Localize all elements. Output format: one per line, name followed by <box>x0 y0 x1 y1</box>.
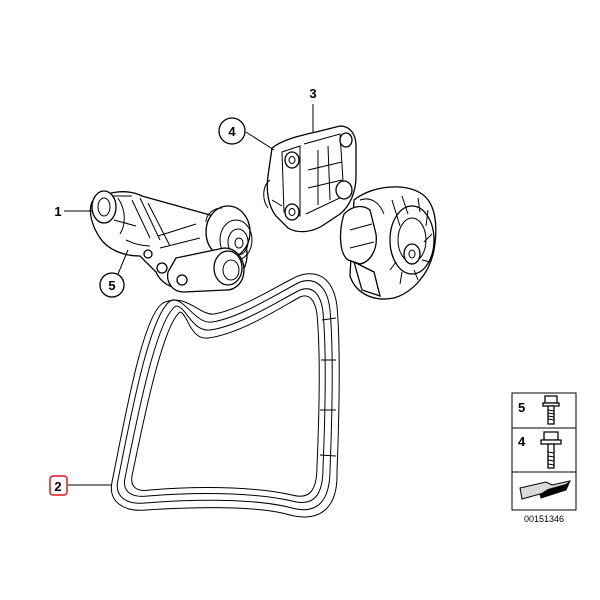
bolt-4-icon <box>540 431 562 469</box>
belt-tensioner <box>89 190 253 293</box>
callout-5[interactable]: 5 <box>99 272 125 298</box>
callout-4-label: 4 <box>228 124 236 139</box>
callout-2-highlighted[interactable]: 2 <box>49 475 68 496</box>
callout-5-label: 5 <box>108 278 115 293</box>
flat-arrow-icon <box>519 480 571 500</box>
fastener-legend: 5 4 00151346 <box>511 392 577 524</box>
callout-2-label: 2 <box>54 479 61 494</box>
callout-1-label: 1 <box>54 204 61 219</box>
drive-belt <box>110 273 340 518</box>
callout-3-label: 3 <box>309 86 316 101</box>
bolt-5-icon <box>542 395 560 425</box>
callout-3[interactable]: 3 <box>309 86 316 101</box>
legend-item-4-label: 4 <box>518 434 526 449</box>
alternator-bracket <box>263 125 357 233</box>
callout-1[interactable]: 1 <box>54 204 61 219</box>
leader-lines <box>64 104 314 486</box>
legend-item-5-label: 5 <box>518 400 525 415</box>
alternator <box>339 186 437 300</box>
highlight-box <box>49 475 68 496</box>
callout-4[interactable]: 4 <box>218 117 246 145</box>
diagram-number: 00151346 <box>524 514 564 524</box>
